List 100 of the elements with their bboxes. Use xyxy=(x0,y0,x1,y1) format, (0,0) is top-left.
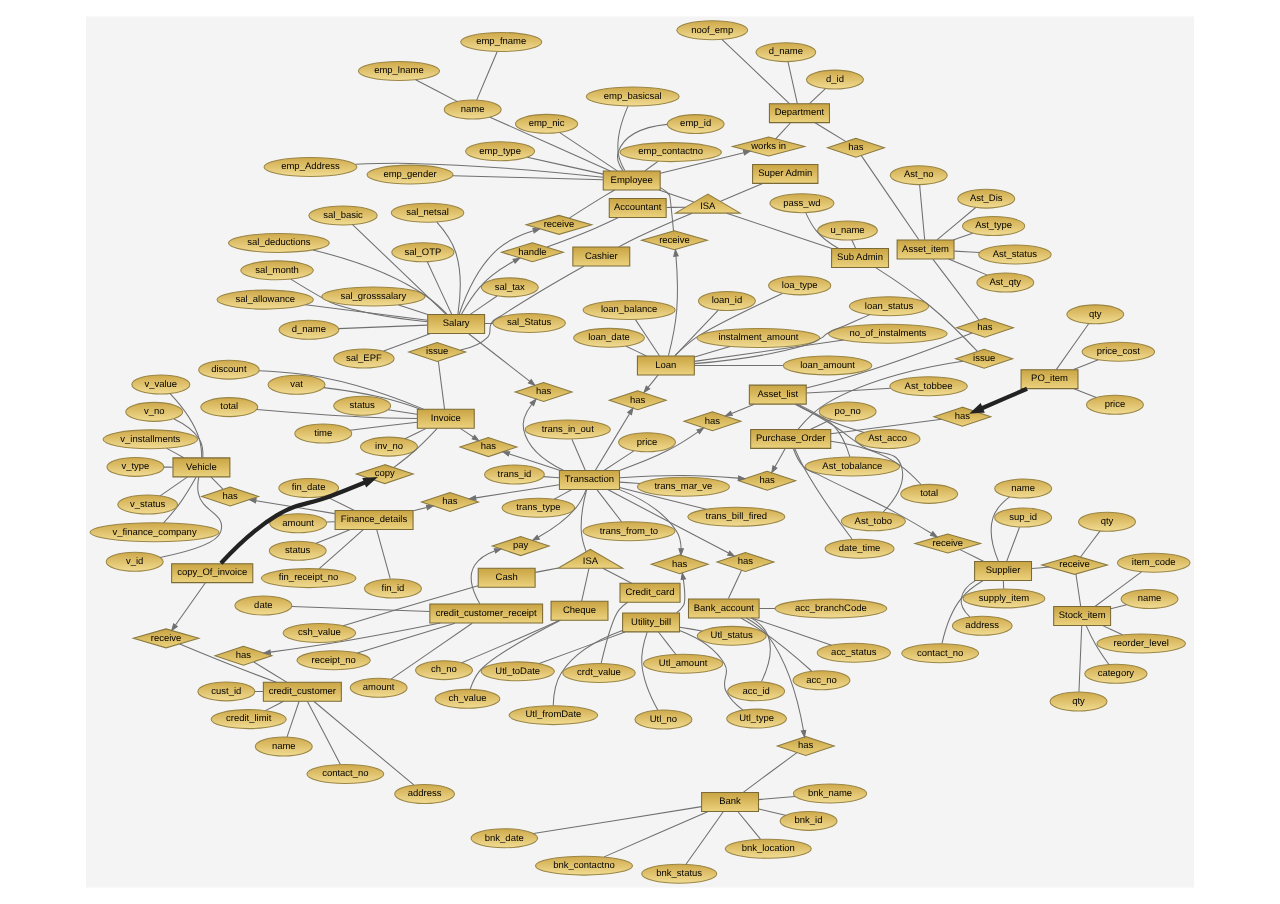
arrow xyxy=(522,398,565,471)
connector xyxy=(1110,604,1128,610)
connector xyxy=(806,387,892,394)
connector xyxy=(543,476,560,479)
connector xyxy=(960,580,976,618)
connector xyxy=(323,387,422,410)
arrow xyxy=(619,489,685,557)
connector xyxy=(342,585,479,627)
arrow xyxy=(468,333,537,387)
connector xyxy=(258,370,425,410)
connector xyxy=(602,567,633,584)
connector xyxy=(356,622,456,654)
connector xyxy=(326,521,336,523)
connector xyxy=(659,187,675,232)
connector xyxy=(694,345,731,358)
connector xyxy=(990,496,1011,562)
connector xyxy=(685,811,724,865)
connector xyxy=(952,232,974,241)
connector xyxy=(679,630,744,711)
connector xyxy=(286,700,300,738)
arrow xyxy=(643,374,659,394)
connector xyxy=(312,249,448,315)
connector xyxy=(581,567,590,602)
connector xyxy=(1080,530,1101,558)
connector xyxy=(875,267,978,352)
connector xyxy=(305,304,429,321)
connector xyxy=(253,661,288,683)
connector xyxy=(552,629,623,706)
connector xyxy=(625,345,647,357)
connector xyxy=(546,217,619,248)
connector xyxy=(616,123,668,172)
connector xyxy=(742,752,798,794)
connector xyxy=(775,122,791,140)
connector xyxy=(318,529,364,570)
connector xyxy=(1075,573,1082,607)
connector xyxy=(437,360,446,410)
connector xyxy=(166,447,185,459)
connector xyxy=(810,418,832,430)
arrow xyxy=(594,406,634,471)
connector xyxy=(179,643,277,683)
connector xyxy=(538,631,626,664)
connector xyxy=(860,155,920,241)
connector xyxy=(1078,625,1083,693)
arrow xyxy=(470,548,503,605)
connector xyxy=(163,466,174,468)
connector xyxy=(469,619,561,690)
connector xyxy=(830,440,922,486)
connector xyxy=(809,88,826,105)
arrow xyxy=(248,497,336,515)
arrow xyxy=(745,617,807,739)
connector xyxy=(1006,526,1020,562)
connector xyxy=(787,61,798,105)
connector xyxy=(740,617,813,672)
connector xyxy=(666,206,686,209)
connector xyxy=(313,701,415,786)
connector xyxy=(596,489,623,523)
connector xyxy=(805,212,840,250)
connector xyxy=(436,221,461,315)
connector xyxy=(814,122,847,142)
connector xyxy=(1073,388,1097,398)
connector xyxy=(658,189,695,203)
connector xyxy=(264,700,285,712)
arrow xyxy=(460,257,522,315)
connector xyxy=(568,189,616,219)
connector xyxy=(794,403,865,433)
connector xyxy=(953,250,981,254)
connector xyxy=(619,487,707,510)
connector xyxy=(644,160,659,172)
connector xyxy=(404,427,427,440)
connector xyxy=(460,265,585,351)
arrow xyxy=(459,427,481,442)
arrow xyxy=(501,451,561,471)
connector xyxy=(159,476,189,497)
connector xyxy=(641,631,659,711)
connector xyxy=(720,182,764,202)
connector xyxy=(1094,571,1143,608)
connector xyxy=(941,580,984,644)
connector xyxy=(693,364,784,366)
connector xyxy=(727,569,743,600)
connector xyxy=(571,438,586,471)
connector xyxy=(603,811,709,858)
connector xyxy=(797,360,964,430)
arrow xyxy=(771,448,786,474)
connector xyxy=(693,339,845,362)
connector xyxy=(936,206,977,241)
connector xyxy=(469,295,498,315)
connector xyxy=(553,489,573,500)
arrow xyxy=(724,403,755,417)
arrow xyxy=(531,489,587,542)
connector xyxy=(415,79,458,102)
connector xyxy=(452,175,604,181)
connector xyxy=(210,476,224,490)
connector xyxy=(726,212,833,249)
connector xyxy=(1085,625,1110,665)
connector xyxy=(751,617,833,646)
connector xyxy=(1073,359,1099,371)
connector xyxy=(679,626,703,632)
connector xyxy=(338,324,428,330)
arrow xyxy=(667,248,679,357)
connector xyxy=(634,319,660,357)
